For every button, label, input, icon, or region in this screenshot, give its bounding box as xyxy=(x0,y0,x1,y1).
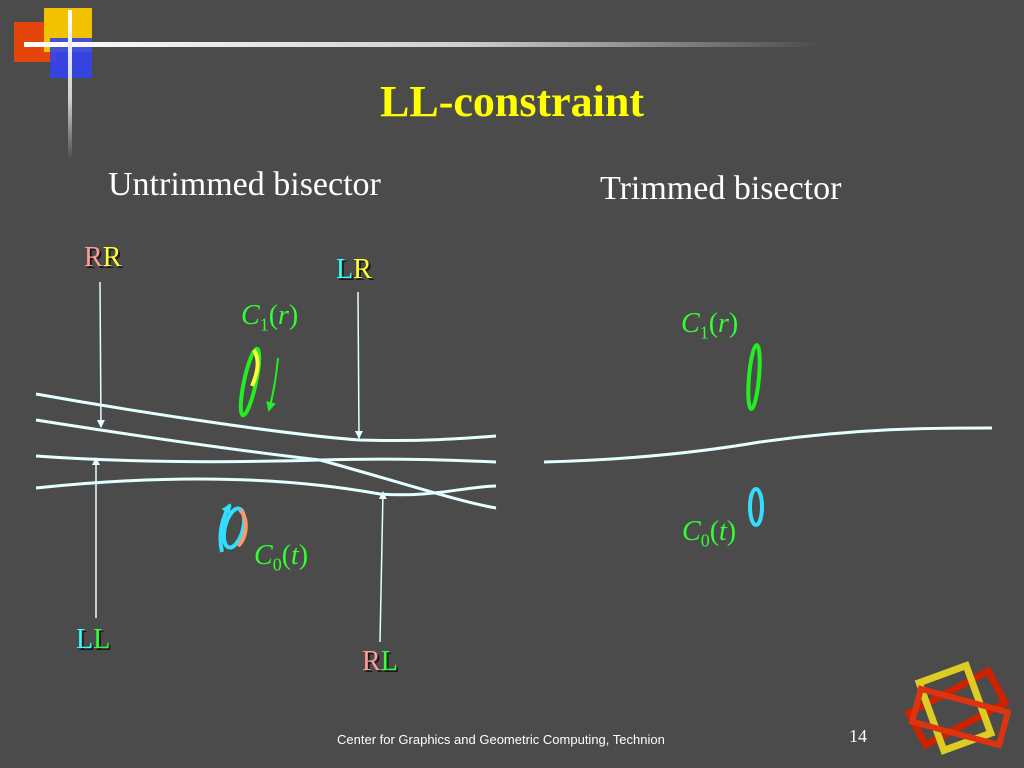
rr-pointer-arrow xyxy=(96,281,105,428)
label-rl-first: R xyxy=(362,646,381,677)
label-lr-second: R xyxy=(353,254,372,285)
c0-index-right: 0 xyxy=(700,530,710,551)
label-rl-second: L xyxy=(380,646,398,677)
c0-letter-right: C xyxy=(682,516,701,547)
label-lr: LR xyxy=(336,254,372,286)
lr-pointer-arrow xyxy=(354,291,363,439)
c1-param-right: r xyxy=(718,308,729,339)
header-vertical-rule xyxy=(68,10,72,160)
pointer-arrows xyxy=(92,281,387,643)
label-rl: RL xyxy=(362,646,398,678)
trimmed-bisector-curve xyxy=(543,426,993,464)
page-number: 14 xyxy=(849,726,867,746)
slide-title: LL-constraint xyxy=(380,77,644,126)
label-ll-second: L xyxy=(93,624,111,655)
rl-pointer-arrow xyxy=(378,491,387,643)
right-heading: Trimmed bisector xyxy=(600,170,842,207)
footer-text: Center for Graphics and Geometric Comput… xyxy=(337,732,665,747)
c0-label-left: C0(t) xyxy=(254,540,309,575)
label-lr-first: L xyxy=(336,254,354,285)
c1-ellipse-left xyxy=(238,346,262,418)
c1-label-right: C1(r) xyxy=(681,308,739,343)
c1-direction-arrow xyxy=(266,357,279,412)
c0-label-right: C0(t) xyxy=(682,516,737,551)
label-rr-first: R xyxy=(84,242,103,273)
c1-index-right: 1 xyxy=(699,322,709,343)
c0-param: t xyxy=(291,540,299,571)
rr-branch-curve xyxy=(35,392,497,443)
untrimmed-curves xyxy=(35,392,497,510)
c0-ellipse-left xyxy=(221,506,247,550)
technion-logo xyxy=(904,661,1012,755)
c1-label-left: C1(r) xyxy=(241,300,299,335)
c0-ellipse-right xyxy=(748,487,764,527)
c1-letter: C xyxy=(241,300,260,331)
c1-letter-right: C xyxy=(681,308,700,339)
c0-letter: C xyxy=(254,540,273,571)
header-rule xyxy=(24,42,824,47)
label-rr: RR xyxy=(84,242,121,274)
label-ll-first: L xyxy=(76,624,94,655)
c1-accent-left xyxy=(250,348,260,387)
lr-branch-curve xyxy=(35,477,497,497)
label-ll: LL xyxy=(76,624,110,656)
c0-accent-left xyxy=(236,508,248,548)
c0-param-right: t xyxy=(719,516,727,547)
c0-index: 0 xyxy=(272,554,282,575)
c1-index: 1 xyxy=(259,314,269,335)
c1-ellipse-right xyxy=(746,343,762,411)
c1-param: r xyxy=(278,300,289,331)
ll-branch-curve xyxy=(35,454,497,464)
left-heading: Untrimmed bisector xyxy=(108,166,381,203)
label-rr-second: R xyxy=(102,242,122,273)
c0-direction-arrow xyxy=(218,503,232,553)
